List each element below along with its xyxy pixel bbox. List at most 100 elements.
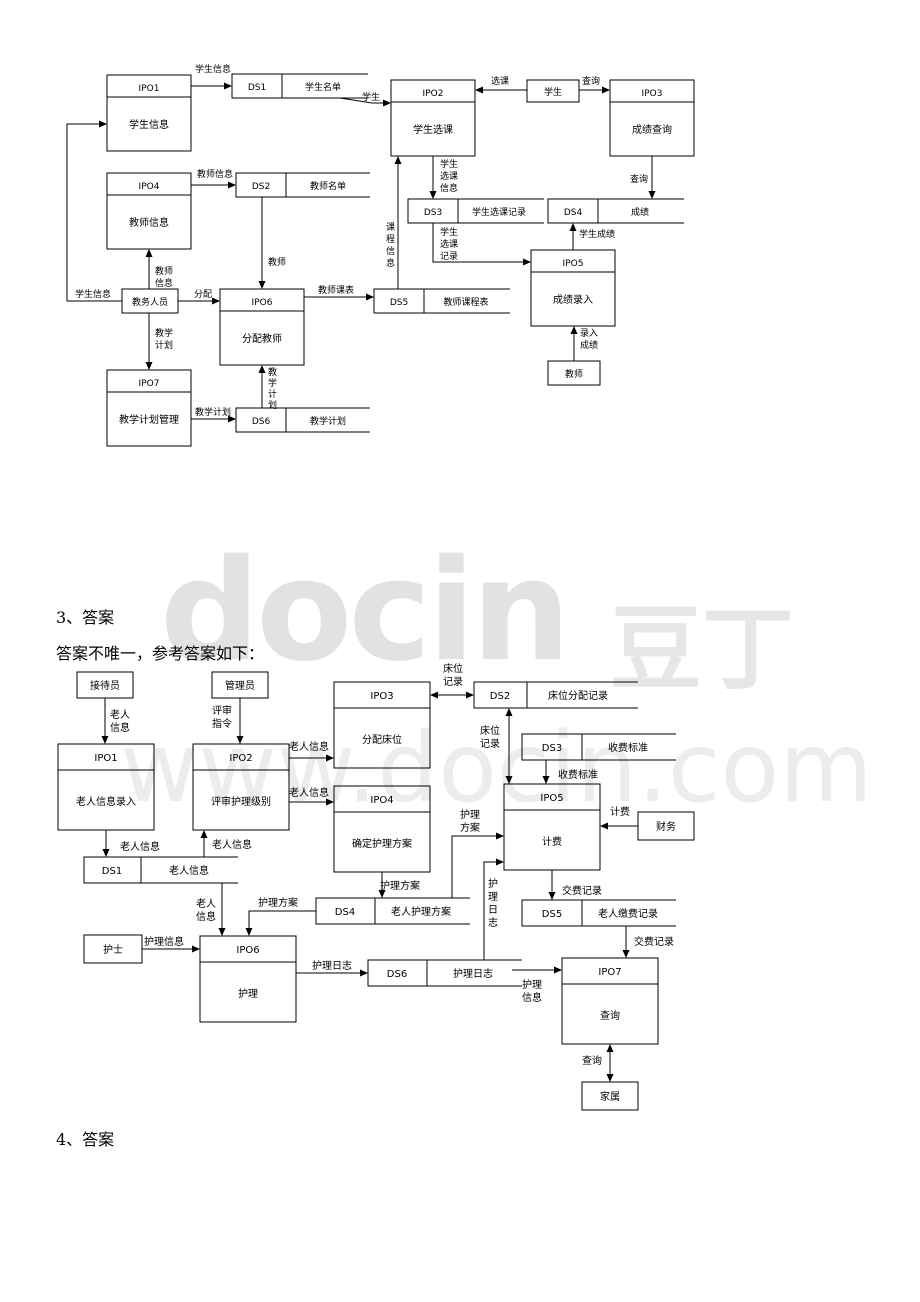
d1-label-ds6-ipo6-1: 教 (268, 366, 277, 378)
d1-label-ds6-ipo6-2: 学 (268, 377, 277, 389)
d2-ipo3-process: IPO3 分配床位 (333, 681, 431, 769)
d2-ext-family: 家属 (581, 1081, 639, 1111)
d2-ipo4-id: IPO4 (370, 795, 393, 806)
d2-label-ds6-ipo5-3: 日 (488, 905, 498, 916)
section3-intro: 答案不唯一，参考答案如下： (56, 644, 265, 663)
d1-ipo5-name: 成绩录入 (553, 293, 593, 306)
d1-ipo3-process: IPO3 成绩查询 (609, 79, 695, 157)
d2-label-recep-ipo1-1: 老人 (110, 708, 130, 721)
d1-label-ds5-ipo2-2: 程 (386, 234, 395, 245)
d1-ds2-id: DS2 (252, 182, 270, 192)
d2-label-ds6-ipo5-1: 护 (488, 877, 498, 890)
d1-ipo7-id: IPO7 (139, 379, 160, 389)
d1-label-staff-ipo6: 分配 (194, 289, 212, 300)
d2-ipo1-name: 老人信息录入 (76, 795, 136, 808)
d2-ds5-name: 老人缴费记录 (598, 907, 658, 920)
d1-label-ipo1-ds1: 学生信息 (195, 63, 231, 75)
d2-ext-nurse: 护士 (83, 934, 143, 964)
d2-label-ds6-ipo5-4: 志 (488, 916, 498, 929)
d2-label-ds6-ipo5-2: 理 (488, 891, 498, 903)
d1-label-ds5-ipo2-1: 课 (386, 222, 395, 233)
d1-flow-labels: 学生信息 学生 选课 查询 学生 选课 信息 学生 选课 记录 查询 学生成绩 … (75, 63, 648, 418)
d2-ipo2-name: 评审护理级别 (211, 795, 271, 808)
d2-ext-manager: 管理员 (211, 671, 269, 699)
d2-label-ipo3-ds2-1: 床位 (443, 662, 463, 675)
d2-ipo5-name: 计费 (542, 835, 562, 848)
d2-ipo6-process: IPO6 护理 (199, 935, 297, 1023)
d2-ipo4-name: 确定护理方案 (352, 837, 412, 850)
d1-label-ipo7-ds6: 教学计划 (195, 406, 231, 418)
d1-label-staff-ipo1: 学生信息 (75, 288, 111, 300)
d2-ds1-store: DS1 老人信息 (83, 856, 238, 884)
d1-ds5-store: DS5 教师课程表 (373, 288, 510, 314)
d2-ds5-id: DS5 (542, 909, 562, 920)
d1-label-teacher-ipo5-2: 成绩 (580, 339, 598, 351)
d1-label-ds6-ipo6-4: 划 (268, 399, 277, 411)
d1-ds5-id: DS5 (390, 298, 408, 308)
d2-label-ds2-ipo5-1: 床位 (480, 724, 500, 737)
d2-label-ipo1-ds1: 老人信息 (120, 840, 160, 853)
d1-label-ipo6-ds5: 教师课表 (318, 284, 354, 296)
d2-ds1-id: DS1 (102, 866, 122, 877)
d2-ipo5-id: IPO5 (540, 793, 563, 804)
d1-ds6-name: 教学计划 (310, 415, 346, 427)
d2-ipo1-id: IPO1 (94, 753, 117, 764)
d2-label-mgr-ipo2-2: 指令 (212, 717, 232, 730)
diagram1: IPO1 学生信息 IPO2 学生选课 IPO3 成绩查询 IPO4 教师信息 … (66, 63, 695, 447)
d1-ipo6-id: IPO6 (252, 298, 273, 308)
d1-ext-staff-label: 教务人员 (132, 296, 168, 308)
d2-ds3-store: DS3 收费标准 (521, 733, 676, 761)
d2-ext-nurse-label: 护士 (103, 943, 123, 956)
d1-ext-student: 学生 (526, 79, 580, 103)
d2-ext-finance: 财务 (637, 811, 695, 841)
d1-label-ds1-ipo2: 学生 (362, 91, 380, 103)
d2-label-ds1-ipo6-2: 信息 (196, 910, 216, 923)
watermark-url: www.docin.com (120, 712, 873, 824)
d2-label-ipo7-family: 查询 (582, 1054, 602, 1067)
d1-ipo7-name: 教学计划管理 (119, 413, 179, 426)
watermark-logo-cjk: 豆丁 (610, 596, 795, 703)
d2-flow-ds4-ipo6 (245, 910, 316, 936)
d2-label-ds4-ipo6: 护理方案 (258, 896, 298, 909)
d1-label-ds3-ipo5-1: 学生 (440, 226, 458, 238)
d2-label-ipo2-ipo3: 老人信息 (289, 740, 329, 753)
d2-label-ds6-ipo7-1: 护理 (522, 978, 542, 991)
d1-flows (66, 82, 656, 423)
d2-ds2-name: 床位分配记录 (548, 689, 608, 702)
d2-ds1-name: 老人信息 (169, 864, 209, 877)
d1-label-ipo2-ds3-3: 信息 (440, 182, 458, 194)
d2-label-finance-ipo5: 计费 (610, 805, 630, 818)
d1-ds2-store: DS2 教师名单 (235, 172, 370, 198)
d1-label-student-ipo3: 查询 (582, 75, 600, 87)
d1-ds6-id: DS6 (252, 417, 271, 427)
d2-ipo1-process: IPO1 老人信息录入 (57, 743, 155, 831)
d2-ds4-id: DS4 (335, 907, 355, 918)
d1-flow-staff-ipo1 (66, 120, 122, 302)
d1-flow-ds3-ipo5 (432, 223, 531, 266)
d1-label-staff-ipo4-1: 教师 (155, 265, 173, 277)
d1-ds4-store: DS4 成绩 (547, 198, 684, 224)
d1-ipo2-process: IPO2 学生选课 (390, 79, 476, 157)
d1-label-student-ipo2: 选课 (491, 75, 509, 87)
d1-label-ds3-ipo5-3: 记录 (440, 251, 458, 262)
d2-ds5-store: DS5 老人缴费记录 (521, 899, 676, 927)
d2-ds3-name: 收费标准 (608, 741, 648, 754)
d1-ds1-store: DS1 学生名单 (231, 73, 368, 99)
d1-label-ipo3-ds4: 查询 (630, 173, 648, 185)
d1-label-ds5-ipo2-4: 息 (386, 257, 395, 269)
d1-label-ipo2-ds3-2: 选课 (440, 170, 458, 182)
d1-ipo7-process: IPO7 教学计划管理 (106, 369, 192, 447)
d2-ipo2-process: IPO2 评审护理级别 (192, 743, 290, 831)
d1-ipo3-id: IPO3 (642, 89, 663, 99)
section4-heading: 4、答案 (56, 1130, 115, 1149)
d2-label-ds1-ipo6-1: 老人 (196, 897, 216, 910)
d1-label-ipo5-ds4: 学生成绩 (579, 228, 615, 240)
d2-label-ds4-ipo5-2: 方案 (460, 821, 480, 834)
d2-ipo2-id: IPO2 (229, 753, 252, 764)
d1-flow-ds1-ipo2 (339, 97, 391, 107)
d1-ipo5-id: IPO5 (563, 259, 584, 269)
d1-ds1-name: 学生名单 (305, 81, 341, 93)
d2-label-ds3-ipo5: 收费标准 (558, 768, 598, 781)
d2-ipo3-id: IPO3 (370, 691, 393, 702)
